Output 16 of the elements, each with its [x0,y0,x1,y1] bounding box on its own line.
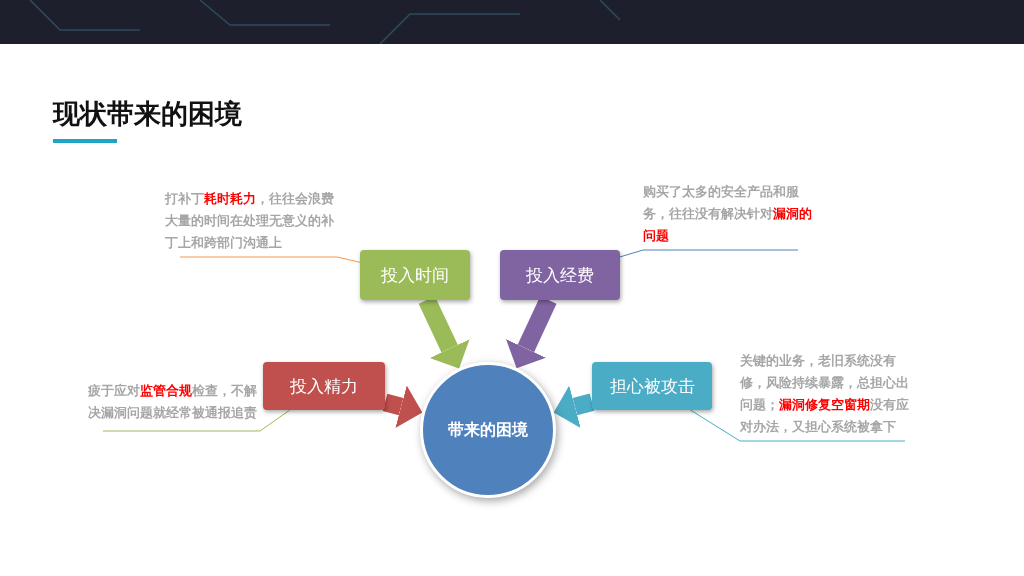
process-box: 投入经费 [500,250,620,300]
leader-line [619,249,799,258]
leader-line [102,409,291,432]
note-text: 疲于应对监管合规检查，不解决漏洞问题就经常被通报追责 [88,380,260,428]
process-box: 投入精力 [263,362,385,410]
note-text: 购买了太多的安全产品和服务，往往没有解决针对漏洞的问题 [643,181,813,247]
process-box: 担心被攻击 [592,362,712,410]
block-arrow [553,385,595,428]
note-text: 打补丁耗时耗力，往往会浪费大量的时间在处理无意义的补丁上和跨部门沟通上 [165,188,337,254]
slide-title: 现状带来的困境 [53,97,242,131]
center-circle: 带来的困境 [420,362,556,498]
block-arrow [382,385,423,428]
note-text: 关键的业务，老旧系统没有修，风险持续暴露，总担心出问题；漏洞修复空窗期没有应对办法，又担心系统被拿下 [740,350,920,438]
leader-line [179,256,361,263]
leader-line [689,409,906,442]
process-box: 投入时间 [360,250,470,300]
